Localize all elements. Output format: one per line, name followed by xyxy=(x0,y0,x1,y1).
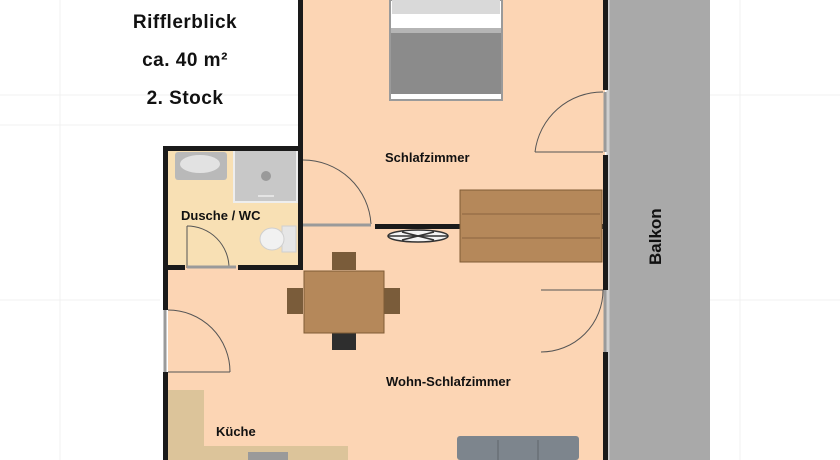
kitchen-counter xyxy=(168,390,348,460)
dining-table xyxy=(287,252,400,350)
sofa xyxy=(457,436,579,460)
double-bed xyxy=(389,0,503,101)
toilet-icon xyxy=(259,225,297,253)
room-label-living: Wohn-Schlafzimmer xyxy=(386,374,511,389)
wardrobe xyxy=(459,189,603,263)
room-label-bedroom: Schlafzimmer xyxy=(385,150,470,165)
room-label-bathroom: Dusche / WC xyxy=(181,208,261,223)
property-name: Rifflerblick xyxy=(132,12,238,33)
ceiling-fan-icon xyxy=(387,229,449,243)
floor-level: 2. Stock xyxy=(146,88,224,109)
room-label-balcony: Balkon xyxy=(646,208,665,265)
room-label-kitchen: Küche xyxy=(216,424,256,439)
apartment-area: ca. 40 m² xyxy=(142,50,228,71)
shower-drain-icon xyxy=(261,171,271,181)
balcony-area xyxy=(608,0,710,460)
